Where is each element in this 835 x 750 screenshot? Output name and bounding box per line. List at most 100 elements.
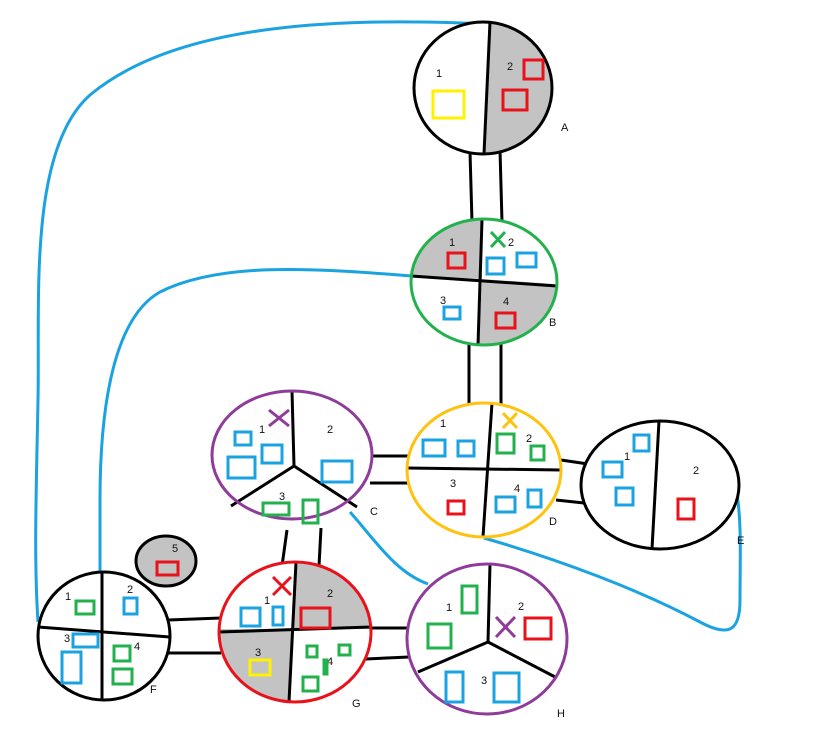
node-f-box-green-2[interactable] [112, 644, 132, 663]
link-g-h[interactable] [365, 626, 410, 661]
node-5-box-red-1[interactable] [155, 560, 180, 577]
node-g-box-green-4[interactable] [322, 658, 329, 676]
node-h-box-red-1[interactable] [523, 616, 553, 641]
node-f-label: F [150, 684, 157, 696]
node-a-box-red-1[interactable] [522, 58, 545, 81]
link-c-d[interactable] [370, 454, 408, 485]
node-e-body [581, 421, 739, 549]
node-e-box-blue-1[interactable] [632, 433, 651, 453]
link-a-b[interactable] [468, 149, 504, 223]
node-e-box-red-1[interactable] [676, 497, 696, 521]
node-h-box-green-1[interactable] [460, 584, 479, 615]
node-g-rim [217, 560, 373, 704]
node-f-section-2-label: 2 [127, 584, 133, 596]
link-b-f[interactable] [98, 268, 413, 572]
node-5-rim [134, 534, 198, 588]
node-d-rim [405, 401, 563, 539]
node-b-box-blue-3[interactable] [442, 305, 462, 321]
node-g-box-yellow-1[interactable] [248, 658, 272, 677]
link-f-g[interactable] [167, 616, 222, 655]
node-g-box-green-2[interactable] [337, 643, 352, 657]
node-g-box-green-3[interactable] [301, 675, 320, 693]
node-g[interactable]: 1 2 3 4 G [210, 550, 390, 720]
node-h-section-1-label: 1 [446, 602, 452, 614]
node-d-box-blue-3[interactable] [494, 495, 517, 514]
node-d-x-marker [501, 411, 519, 430]
node-c-box-blue-2[interactable] [260, 443, 284, 465]
node-g-box-green-1[interactable] [305, 644, 319, 659]
node-f-box-blue-1[interactable] [122, 596, 139, 616]
node-a-box-red-2[interactable] [501, 88, 529, 112]
node-a-section-2-label: 2 [507, 61, 513, 73]
node-b-x-marker [489, 230, 507, 249]
node-d-box-green-2[interactable] [529, 444, 546, 462]
node-h-label: H [557, 708, 565, 720]
link-a-f[interactable] [34, 20, 491, 623]
node-d-section-4-label: 4 [514, 483, 520, 495]
node-b[interactable]: 1 2 3 4 B [400, 200, 570, 360]
node-h-box-blue-2[interactable] [492, 671, 521, 704]
node-h[interactable]: 1 2 3 H [405, 562, 569, 720]
node-g-section-3-label: 3 [255, 647, 261, 659]
node-h-section-2-label: 2 [518, 601, 524, 613]
node-h-x-marker [494, 615, 517, 639]
node-a-rim [412, 20, 554, 156]
node-5[interactable]: 5 [134, 534, 198, 588]
node-c-box-green-2[interactable] [301, 498, 320, 525]
link-c-g[interactable] [280, 527, 323, 567]
node-g-section-2-label: 2 [327, 588, 333, 600]
node-5-label: 5 [172, 543, 178, 555]
node-b-section-1-label: 1 [449, 237, 455, 249]
node-h-box-blue-1[interactable] [444, 670, 465, 704]
node-d[interactable]: 1 2 3 4 D [405, 401, 563, 539]
node-b-section-4-label: 4 [503, 296, 509, 308]
link-d-e-curve[interactable] [483, 487, 742, 632]
node-g-box-red-1[interactable] [299, 606, 332, 630]
link-d-e[interactable] [555, 458, 589, 505]
node-g-section-1-label: 1 [264, 595, 270, 607]
node-c-box-blue-1[interactable] [233, 430, 253, 447]
node-c-body [212, 391, 372, 519]
node-f-section-1-label: 1 [65, 591, 71, 603]
node-h-box-green-2[interactable] [426, 622, 453, 650]
node-f-section-4-label: 4 [134, 641, 140, 653]
node-d-box-blue-2[interactable] [456, 439, 476, 458]
node-c-section-3-label: 3 [279, 491, 285, 503]
node-e-box-blue-3[interactable] [614, 486, 635, 507]
node-e[interactable]: 1 2 E [579, 419, 744, 551]
node-b-box-blue-2[interactable] [515, 251, 538, 269]
node-d-section-1-label: 1 [440, 418, 446, 430]
node-d-box-blue-1[interactable] [421, 438, 447, 458]
node-d-box-blue-4[interactable] [526, 488, 543, 509]
node-g-box-blue-2[interactable] [271, 605, 285, 627]
node-a[interactable]: 1 2 A [412, 10, 569, 170]
node-a-box-yellow[interactable] [431, 89, 466, 120]
node-a-section-1-label: 1 [436, 68, 442, 80]
node-f-box-blue-2[interactable] [71, 632, 100, 649]
node-f[interactable]: 1 2 3 4 F [36, 570, 172, 702]
node-e-section-1-label: 1 [624, 451, 630, 463]
node-d-box-red-1[interactable] [446, 499, 466, 516]
node-f-box-green-1[interactable] [74, 599, 96, 616]
node-c[interactable]: 1 2 3 C [210, 389, 378, 525]
node-d-box-green-1[interactable] [495, 432, 516, 455]
node-g-section-4-label: 4 [327, 656, 333, 668]
node-a-label: A [561, 122, 569, 134]
link-b-d[interactable] [467, 342, 503, 404]
node-f-box-green-3[interactable] [111, 667, 134, 686]
node-e-box-blue-2[interactable] [601, 460, 624, 479]
node-g-x-marker [271, 575, 293, 597]
node-c-label: C [370, 506, 378, 518]
node-h-section-3-label: 3 [481, 675, 487, 687]
link-c-h[interactable] [348, 511, 429, 586]
node-g-box-blue-1[interactable] [239, 606, 262, 628]
node-f-box-blue-3[interactable] [60, 650, 83, 685]
node-b-box-blue-1[interactable] [485, 256, 506, 276]
node-b-box-red-2[interactable] [494, 311, 517, 330]
node-c-box-green-1[interactable] [261, 501, 291, 517]
node-c-box-blue-4[interactable] [320, 459, 354, 484]
node-c-box-blue-3[interactable] [226, 455, 257, 480]
node-b-section-3-label: 3 [440, 295, 446, 307]
node-b-box-red-1[interactable] [446, 251, 467, 270]
